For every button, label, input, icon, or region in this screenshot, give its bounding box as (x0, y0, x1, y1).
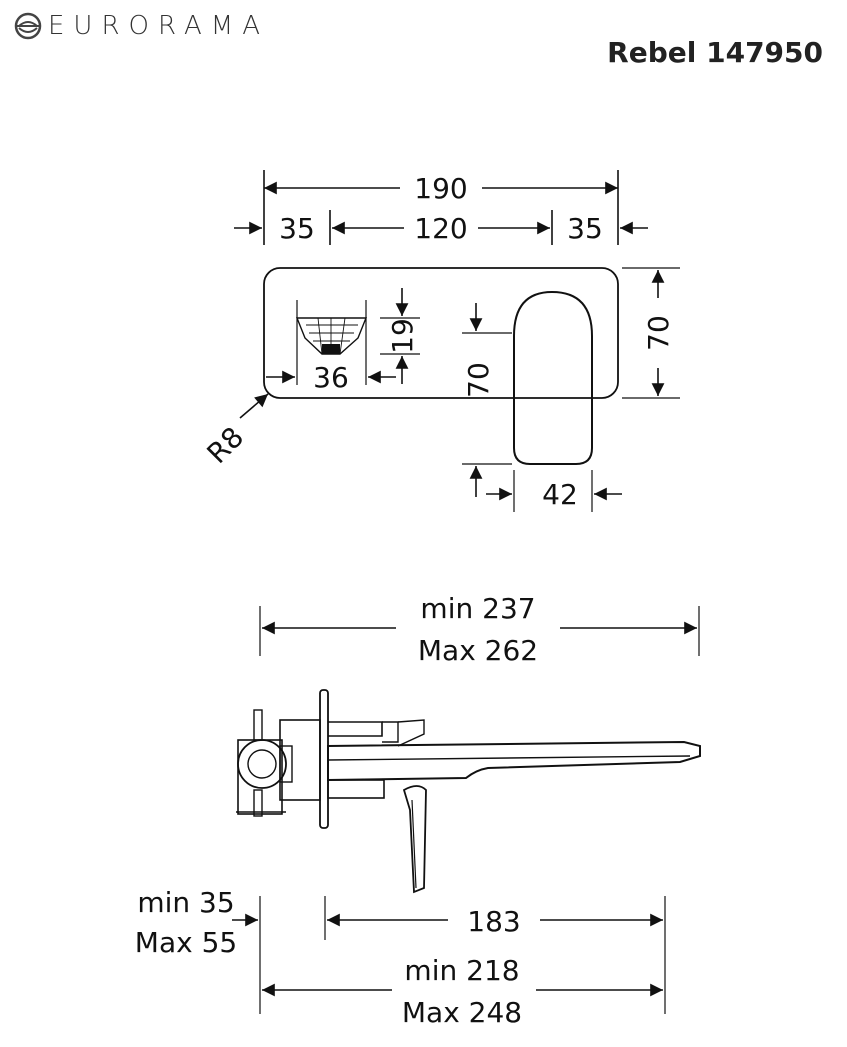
dim-spout-reach: 183 (467, 905, 520, 938)
logo-mark-icon (14, 12, 42, 40)
dim-total-max: Max 262 (418, 634, 538, 667)
dim-total-min: min 237 (420, 592, 535, 625)
dim-overall-width: 190 (414, 172, 467, 205)
dim-corner-radius: R8 (200, 420, 250, 470)
dim-spout-height: 70 (462, 362, 495, 398)
dim-reach-min: min 218 (404, 954, 519, 987)
brand-logo: EURORAMA (14, 10, 269, 42)
dim-left-margin: 35 (279, 212, 315, 245)
dim-plate-height: 70 (642, 315, 675, 351)
dim-wall-min: min 35 (137, 886, 234, 919)
model-title: Rebel 147950 (607, 36, 823, 69)
dim-reach-max: Max 248 (402, 996, 522, 1029)
dim-spout-width: 42 (542, 478, 578, 511)
dim-wall-max: Max 55 (135, 926, 237, 959)
dim-handle-height: 19 (386, 318, 419, 354)
dim-right-margin: 35 (567, 212, 603, 245)
dim-handle-width: 36 (313, 361, 349, 394)
dim-center-span: 120 (414, 212, 467, 245)
logo-text: EURORAMA (48, 11, 270, 41)
